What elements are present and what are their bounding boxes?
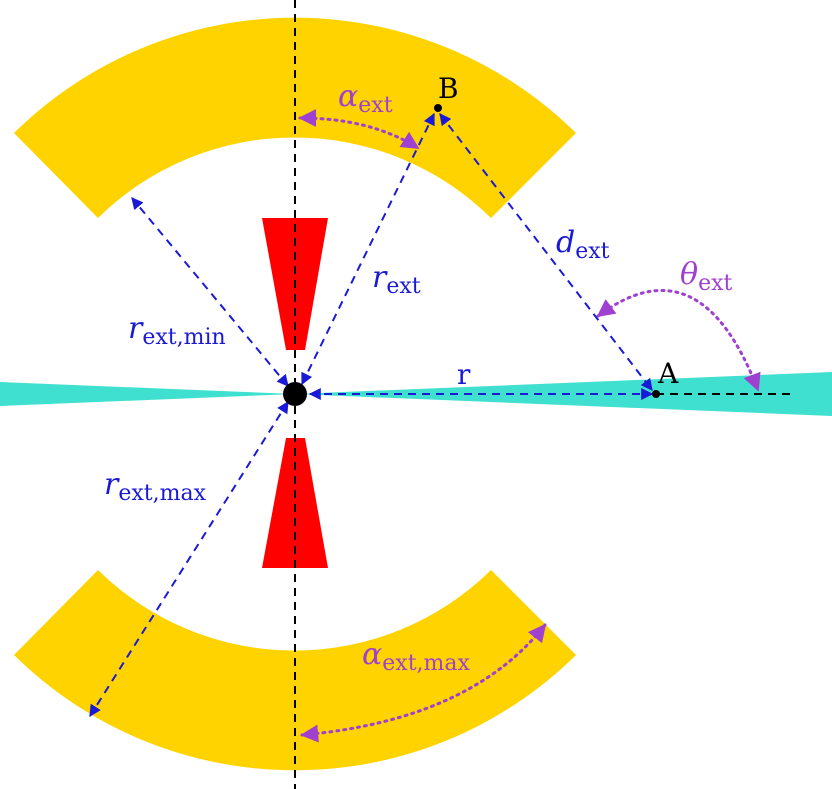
arrow-r-ext-max <box>89 400 289 718</box>
label-r-ext-max: rext,max <box>104 467 207 506</box>
arc-alpha-ext-max <box>300 623 547 743</box>
label-d-ext: dext <box>556 225 610 264</box>
label-r-ext-min: rext,min <box>128 311 226 350</box>
arrow-d-ext <box>439 113 653 391</box>
point-b-marker <box>434 104 442 112</box>
outer-region-bottom <box>14 570 576 771</box>
central-object <box>283 382 307 406</box>
label-theta-ext: θext <box>680 257 732 296</box>
point-a-marker <box>652 390 660 398</box>
arc-theta-ext <box>596 289 761 392</box>
label-alpha-ext: αext <box>338 79 393 118</box>
accretion-disk <box>0 382 295 406</box>
arrow-r-ext-min <box>131 197 289 387</box>
label-r: r <box>457 358 471 391</box>
point-b-label: B <box>438 72 459 105</box>
arc-alpha-ext <box>298 109 420 150</box>
label-r-ext: rext <box>372 260 421 299</box>
point-a-label: A <box>657 357 679 390</box>
label-alpha-ext-max: αext,max <box>362 637 471 676</box>
